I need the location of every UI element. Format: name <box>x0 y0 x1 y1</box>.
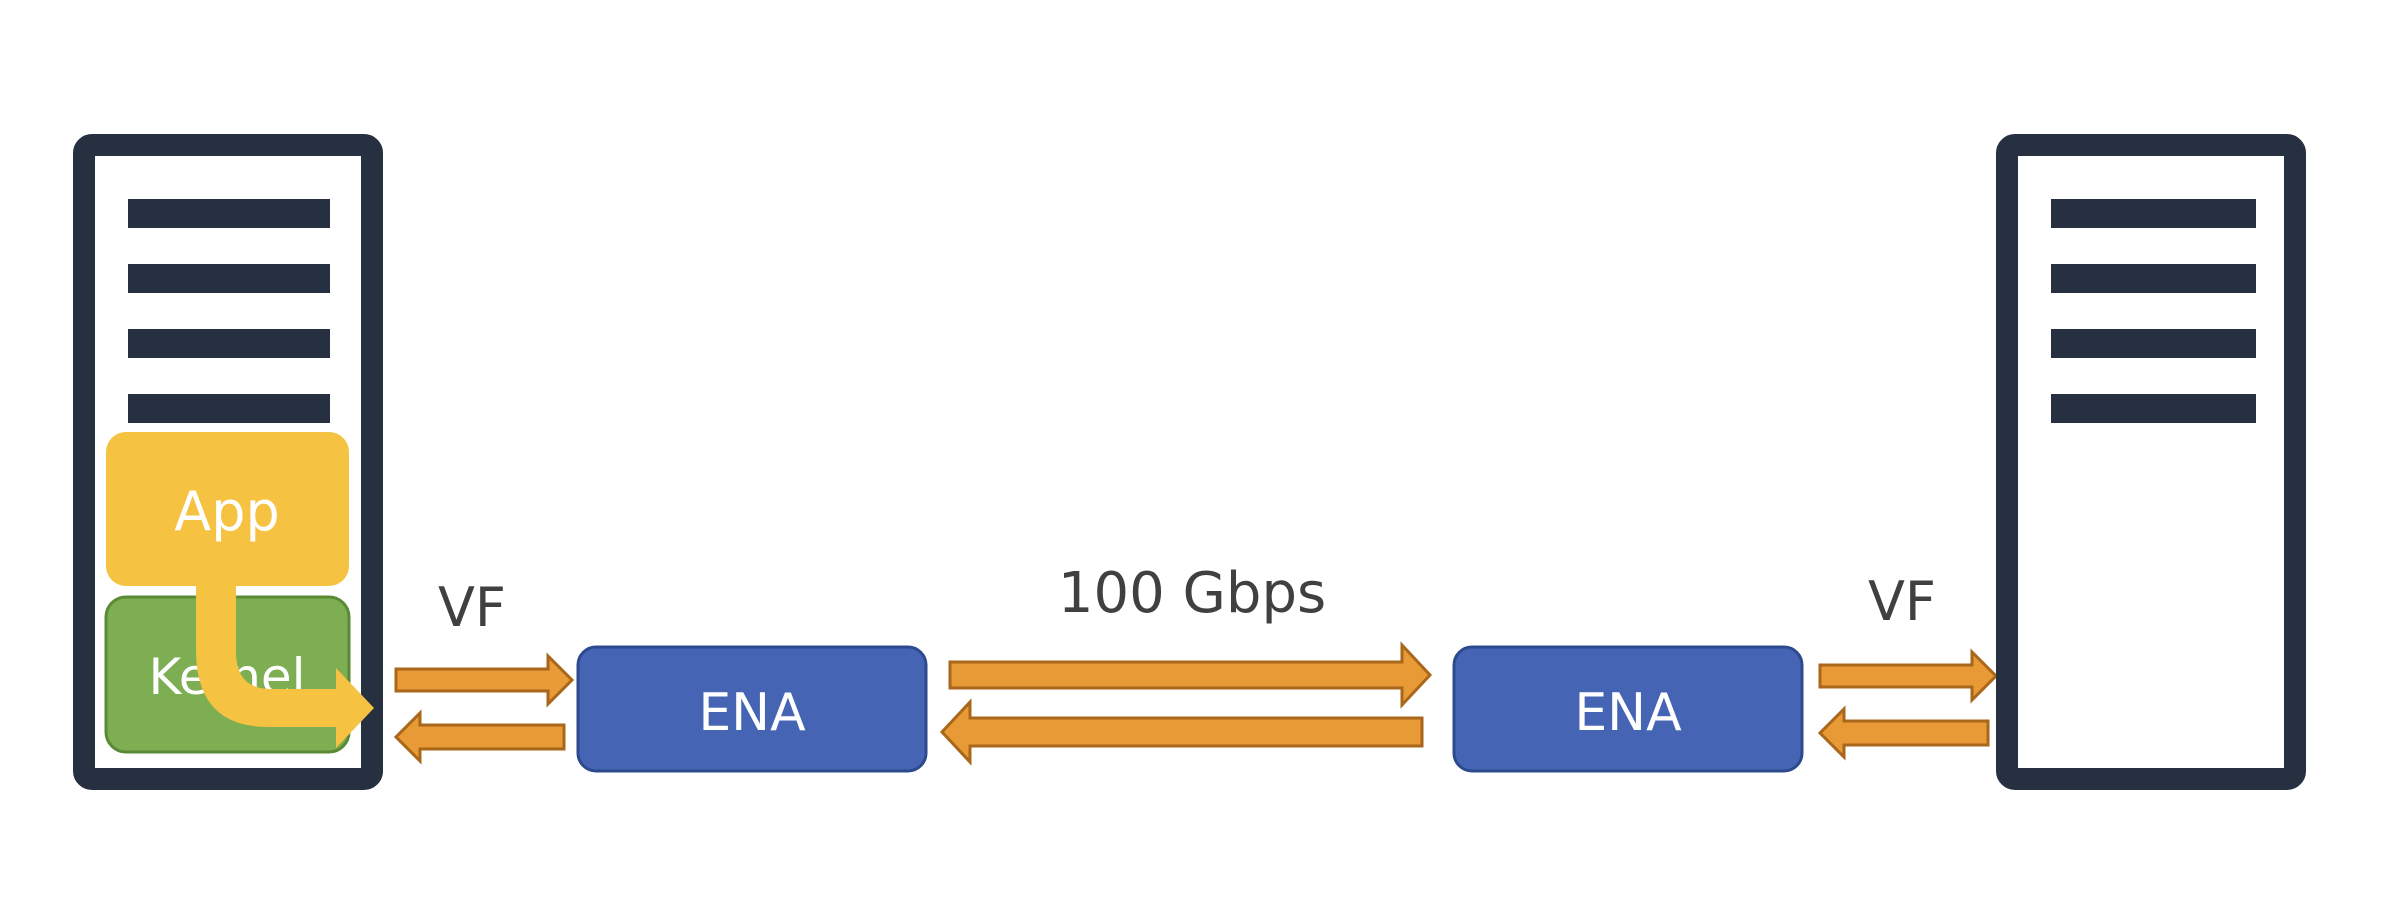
right-server-frame <box>1996 134 2306 790</box>
ena-left-label: ENA <box>698 683 806 743</box>
right-server-slot-4 <box>2051 394 2256 423</box>
ena-right-box <box>1452 645 1804 773</box>
left-server-slot-3 <box>128 329 330 358</box>
right-server <box>1996 134 2306 790</box>
app-box <box>106 432 349 586</box>
link-arrow-right <box>948 641 1433 709</box>
right-server-slot-3 <box>2051 329 2256 358</box>
right-server-slot-1 <box>2051 199 2256 228</box>
vf-left-arrow-right <box>394 652 575 708</box>
link-speed-label: 100 Gbps <box>1058 561 1326 626</box>
link-arrow-left <box>939 698 1424 766</box>
left-server: App Kernel <box>73 134 383 790</box>
vf-left-label: VF <box>438 576 506 639</box>
vf-right-arrow-left <box>1817 705 1990 761</box>
right-server-slot-2 <box>2051 264 2256 293</box>
ena-right-label: ENA <box>1574 683 1682 743</box>
left-server-slot-4 <box>128 394 330 423</box>
vf-left-arrow-left <box>393 709 566 765</box>
ena-left-box <box>576 645 928 773</box>
left-server-slot-1 <box>128 199 330 228</box>
vf-right-arrow-right <box>1818 648 1999 704</box>
left-server-slot-2 <box>128 264 330 293</box>
data-flow-arrow <box>196 586 374 748</box>
app-label: App <box>174 480 280 543</box>
vf-right-label: VF <box>1868 570 1936 633</box>
